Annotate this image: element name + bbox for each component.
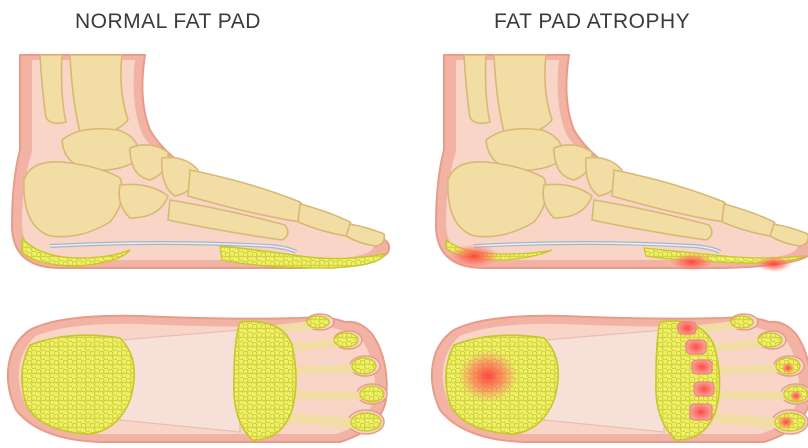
toe-pain-spot (756, 256, 792, 272)
heel-pain-spot (448, 244, 500, 268)
atrophy-side-view (436, 55, 808, 272)
normal-side-view (12, 55, 389, 268)
atrophy-sole-view (432, 314, 808, 442)
heel-pain-sole (458, 350, 518, 402)
ball-fat-pad-sole (234, 321, 296, 440)
normal-sole-view (8, 314, 387, 442)
forefoot-pain-spot (670, 253, 714, 271)
ball-fat-pad-atrophy (656, 321, 720, 440)
heel-fat-pad-sole (22, 335, 134, 434)
